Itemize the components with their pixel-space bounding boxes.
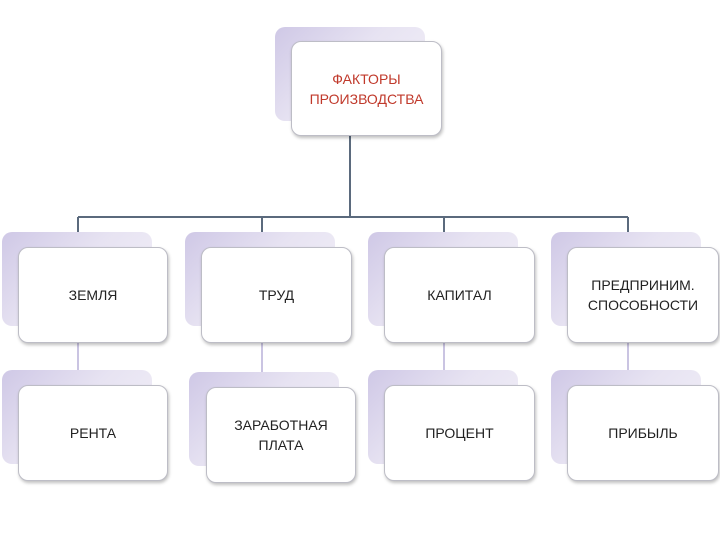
factor-node-predprinim: ПРЕДПРИНИМ. СПОСОБНОСТИ bbox=[567, 247, 719, 343]
factor-node-trud: ТРУД bbox=[201, 247, 352, 343]
income-node-zarplata: ЗАРАБОТНАЯ ПЛАТА bbox=[206, 387, 356, 483]
factor-node-kapital: КАПИТАЛ bbox=[384, 247, 535, 343]
income-node-renta: РЕНТА bbox=[18, 385, 168, 481]
root-node: ФАКТОРЫ ПРОИЗВОДСТВА bbox=[291, 41, 442, 136]
factor-node-zemlya: ЗЕМЛЯ bbox=[18, 247, 168, 343]
income-node-procent: ПРОЦЕНТ bbox=[384, 385, 535, 481]
income-node-pribyl: ПРИБЫЛЬ bbox=[567, 385, 719, 481]
